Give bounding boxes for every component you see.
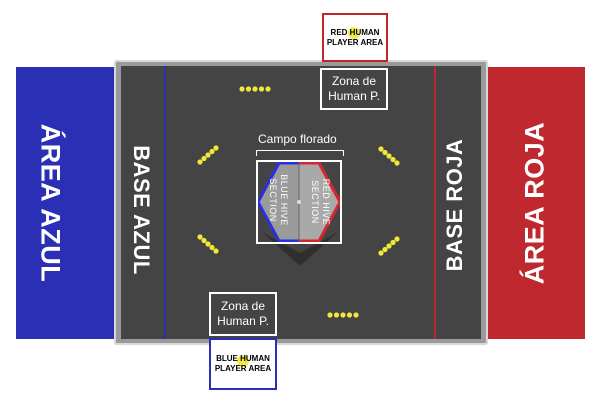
upper-right-ball (394, 160, 400, 166)
lower-left-ball (205, 241, 211, 247)
top-ball (258, 86, 265, 92)
campo-florado-label: Campo florado (258, 132, 337, 146)
red-human-player-zone: Zona de Human P. (320, 68, 388, 110)
hive-shadow (262, 232, 338, 266)
hive-center (297, 200, 301, 204)
top-ball (265, 86, 271, 92)
red-area (485, 67, 585, 339)
upper-right-ball (382, 149, 388, 156)
blue-hp-line1: BLUE HUMAN (216, 354, 270, 363)
upper-left-ball (213, 145, 219, 151)
hive-red-half (299, 163, 340, 241)
top-ball (239, 86, 245, 92)
blue-zone-line1: Zona de (220, 299, 266, 313)
red-base-line (434, 66, 436, 339)
blue-zone-line2: Human P. (217, 314, 269, 328)
bottom-ball (353, 312, 359, 318)
bottom-ball (333, 312, 340, 318)
ball-groups (197, 86, 400, 318)
hive-blue-half (258, 163, 299, 241)
lower-left-ball (197, 234, 203, 240)
blue-area (16, 67, 118, 339)
red-zone-line2: Human P. (328, 89, 380, 103)
top-ball (252, 86, 258, 92)
upper-left-ball (201, 155, 207, 162)
bottom-ball (327, 312, 333, 318)
upper-left-ball (209, 148, 215, 155)
lower-right-ball (386, 243, 392, 249)
upper-right-ball (386, 153, 392, 159)
top-ball (245, 86, 252, 92)
blue-human-player-zone: Zona de Human P. (209, 292, 277, 336)
upper-left-ball (205, 152, 211, 158)
lower-right-ball (378, 250, 384, 256)
lower-right-ball (382, 246, 388, 253)
red-hp-line1: RED HUMAN (330, 27, 380, 37)
blue-human-player-area: BLUE HUMAN PLAYER AREA (209, 338, 277, 390)
campo-florado-box (256, 160, 342, 244)
red-human-player-area: RED HUMAN PLAYER AREA (322, 13, 388, 62)
blue-hp-ball-icon (237, 355, 249, 367)
red-zone-line1: Zona de (331, 74, 377, 88)
bottom-ball (346, 312, 353, 318)
lower-right-ball (394, 236, 400, 242)
red-hp-ball-icon (348, 27, 360, 39)
campo-florado-bracket (256, 150, 344, 156)
lower-left-ball (213, 248, 219, 254)
lower-right-ball (390, 239, 396, 246)
upper-left-ball (197, 159, 203, 165)
blue-base-line (164, 66, 166, 339)
hive-blue-edge (256, 161, 299, 243)
blue-hp-line2: PLAYER AREA (214, 364, 272, 373)
bottom-ball (340, 312, 346, 318)
red-hp-line2: PLAYER AREA (326, 37, 384, 47)
lower-left-ball (209, 244, 215, 251)
upper-right-ball (390, 156, 396, 163)
upper-right-ball (378, 146, 384, 152)
lower-left-ball (201, 237, 207, 244)
